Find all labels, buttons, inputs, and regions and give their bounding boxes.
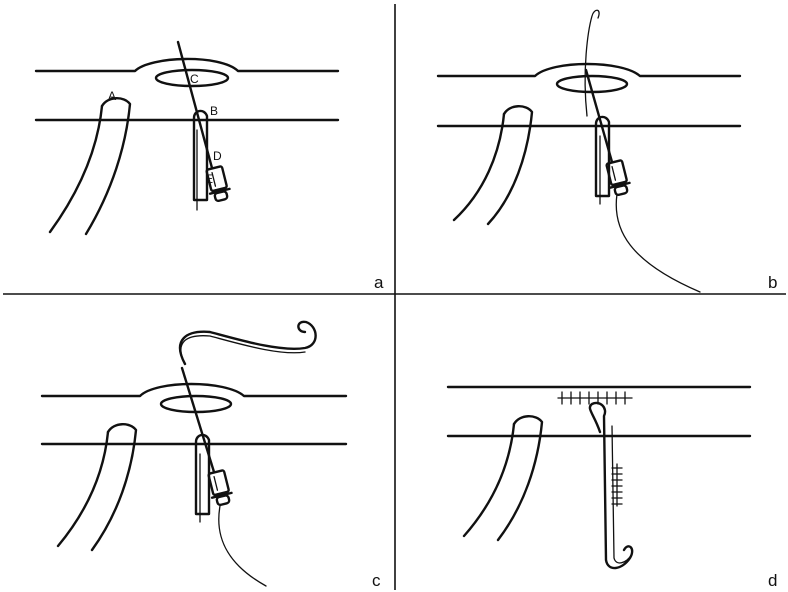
panel-c: c [40,320,381,590]
sheath [194,433,211,523]
needle-hub [605,159,631,197]
needle-hub [207,469,233,507]
upper-wall [34,57,340,73]
trailing-thread [615,193,701,293]
panel-label-d: d [768,571,777,590]
point-label-e: E [205,172,213,186]
panel-label-a: a [374,273,384,292]
suture-marks-lower [611,463,623,507]
suture-marks-upper [557,391,633,405]
sheath [594,115,611,205]
panel-label-b: b [768,273,777,292]
upper-wall [40,382,348,398]
point-label-c: C [190,72,199,86]
point-label-b: B [210,104,218,118]
catheter [452,105,534,226]
needle-wire [584,68,614,164]
point-label-d: D [213,149,222,163]
trailing-thread [218,505,267,587]
sheath-b [192,109,209,211]
pigtail-catheter [588,401,634,570]
cavity-c [154,68,230,88]
catheter [462,415,544,542]
point-label-a: A [108,89,116,103]
catheter [56,423,138,552]
panel-d: d [446,385,777,590]
needle-wire [176,40,214,170]
needle-hub-e [205,165,231,203]
panel-label-c: c [372,571,381,590]
pigtail-catheter [178,320,317,366]
needle-wire [180,366,216,474]
panel-b: b [436,9,777,293]
panel-a: A B C D E a [34,40,384,292]
upper-wall [436,62,742,78]
guide-wire [584,9,600,117]
catheter-a [48,97,132,236]
